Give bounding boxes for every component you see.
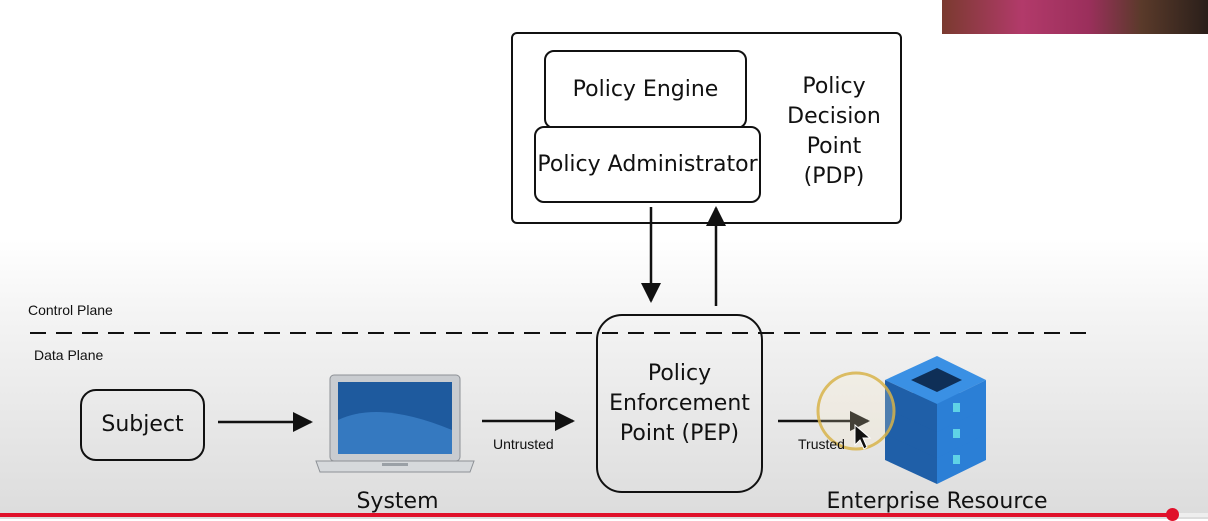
subject-box: Subject: [80, 389, 205, 461]
pep-label-line3: Point (PEP): [619, 420, 740, 446]
cursor-highlight: [816, 371, 896, 451]
pep-box: Policy Enforcement Point (PEP): [596, 314, 763, 493]
enterprise-resource-label: Enterprise Resource: [826, 489, 1048, 514]
server-stack-icon: [885, 356, 986, 484]
pdp-label-line3: Point: [806, 134, 862, 159]
pep-label-line1: Policy: [647, 360, 712, 386]
control-plane-label: Control Plane: [28, 302, 113, 318]
policy-engine-box: Policy Engine: [544, 50, 747, 129]
mouse-pointer-icon: [854, 423, 872, 450]
pdp-label-line1: Policy: [802, 74, 866, 99]
untrusted-label: Untrusted: [493, 436, 554, 452]
pep-label-line2: Enforcement: [609, 390, 750, 416]
policy-administrator-box: Policy Administrator: [534, 126, 761, 203]
subject-label: Subject: [101, 412, 184, 437]
pdp-label: Policy Decision Point (PDP): [778, 72, 890, 192]
policy-engine-label: Policy Engine: [572, 76, 719, 102]
pdp-label-line4: (PDP): [803, 164, 865, 189]
trusted-label: Trusted: [798, 436, 845, 452]
video-progress-fill: [0, 513, 1172, 517]
laptop-icon: [315, 374, 475, 473]
webcam-overlay: [942, 0, 1208, 34]
system-label: System: [356, 489, 439, 514]
policy-administrator-label: Policy Administrator: [537, 151, 758, 177]
video-progress-handle[interactable]: [1166, 508, 1179, 521]
pdp-container: [511, 32, 902, 224]
data-plane-label: Data Plane: [34, 347, 104, 363]
pdp-label-line2: Decision: [787, 104, 881, 129]
